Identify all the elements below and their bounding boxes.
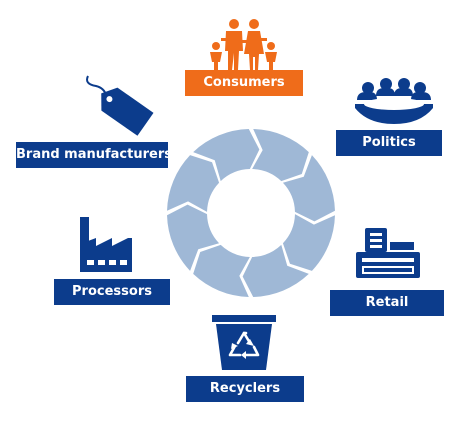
meeting-table-icon: [355, 78, 433, 124]
family-icon: [210, 19, 277, 70]
recyclers-label: Recyclers: [186, 376, 304, 402]
cycle-arrow-segment: [282, 214, 335, 271]
brand-manufacturers-label: Brand manufacturers: [16, 142, 168, 168]
cycle-arrow-segment: [167, 155, 220, 212]
recycling-bin-icon: [212, 315, 276, 370]
cycle-arrow-segment: [167, 204, 220, 271]
cycle-arrow-segment: [242, 244, 309, 297]
cycle-arrow-segment: [193, 129, 260, 182]
processors-label: Processors: [54, 279, 170, 305]
consumers-label: Consumers: [185, 70, 303, 96]
factory-icon: [80, 217, 132, 272]
retail-label: Retail: [330, 290, 444, 316]
cycle-arrow-segment: [282, 155, 335, 222]
price-tag-icon: [86, 75, 154, 136]
cycle-arrow-segment: [193, 244, 250, 297]
circular-arrows-icon: [167, 129, 335, 297]
cash-register-icon: [356, 228, 420, 278]
politics-label: Politics: [336, 130, 442, 156]
cycle-arrow-segment: [252, 129, 309, 182]
